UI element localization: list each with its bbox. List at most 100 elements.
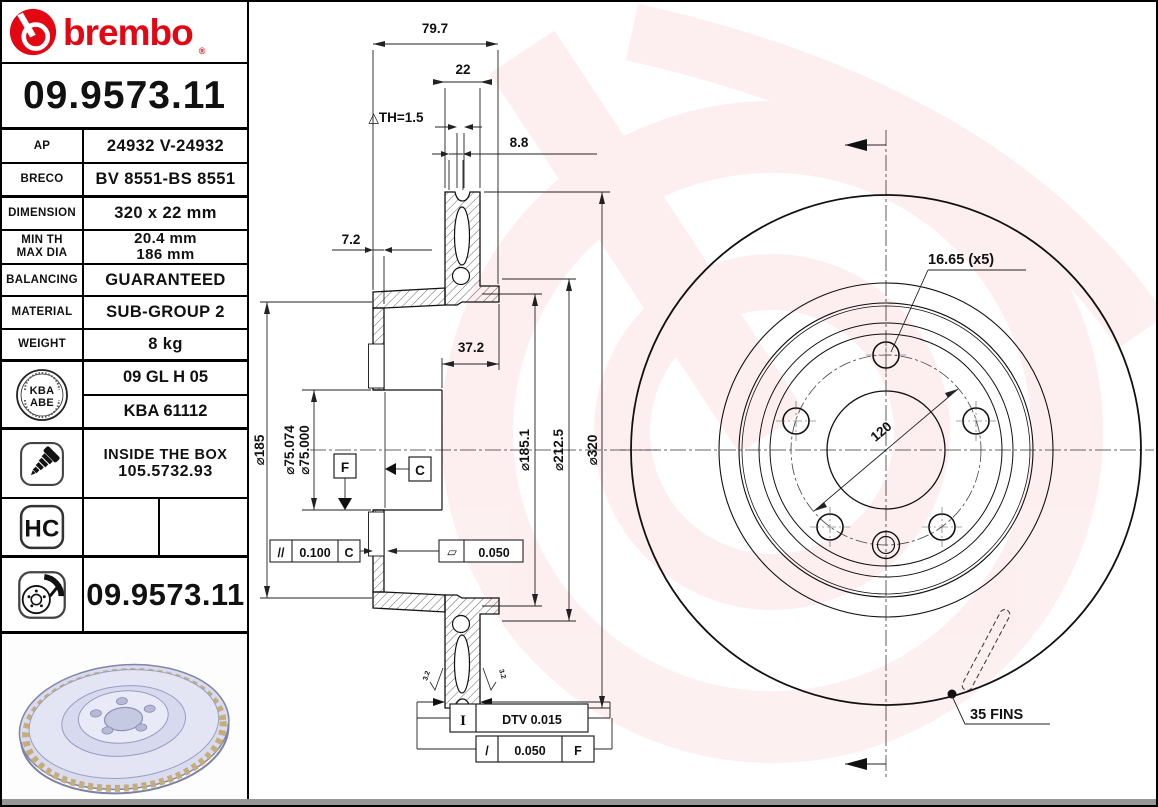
parallelism-symbol: // bbox=[278, 546, 285, 560]
inside-box-line2: 105.5732.93 bbox=[118, 462, 213, 480]
brand-header: brembo ® bbox=[2, 2, 247, 64]
dtv-symbol: I bbox=[460, 713, 466, 729]
screw-icon bbox=[20, 441, 64, 486]
brake-disc-icon bbox=[18, 570, 66, 619]
spec-value-dimension: 320 x 22 mm bbox=[114, 204, 217, 222]
brembo-watermark bbox=[441, 3, 1156, 763]
spec-value-material: SUB-GROUP 2 bbox=[106, 303, 225, 321]
spec-label-ap: AP bbox=[2, 130, 84, 162]
registered-mark: ® bbox=[198, 46, 206, 56]
spec-label-weight: WEIGHT bbox=[2, 330, 84, 359]
dim-disc-thickness: 22 bbox=[455, 62, 470, 77]
datum-f-label: F bbox=[341, 460, 349, 475]
centerlines bbox=[310, 130, 1154, 780]
max-dia-value: 186 mm bbox=[136, 246, 195, 263]
flatness-tolerance: ▱ 0.050 bbox=[387, 539, 524, 563]
runout-datum: F bbox=[574, 744, 582, 758]
spec-label-material: MATERIAL bbox=[2, 297, 84, 328]
inside-box-value: INSIDE THE BOX 105.5732.93 bbox=[84, 430, 247, 497]
spec-value-minmax: 20.4 mm 186 mm bbox=[84, 231, 247, 263]
spec-value-ap: 24932 V-24932 bbox=[106, 136, 225, 155]
note-bolt-holes: 16.65 (x5) bbox=[928, 252, 994, 268]
approval-value-2: KBA 61112 bbox=[123, 401, 208, 420]
note-fins: 35 FINS bbox=[970, 707, 1024, 723]
note-bolt-circle: 120 bbox=[868, 419, 895, 445]
spec-label-dimension: DIMENSION bbox=[2, 198, 84, 229]
part-number: 09.9573.11 bbox=[22, 73, 227, 117]
cross-section-view bbox=[368, 191, 500, 709]
dimension-lines bbox=[260, 43, 610, 709]
disc-photo-cell bbox=[2, 634, 247, 805]
spec-value-breco: BV 8551-BS 8551 bbox=[95, 170, 236, 188]
dim-hub-depth: 37.2 bbox=[458, 340, 484, 355]
dim-th-tolerance: △TH=1.5 bbox=[368, 110, 424, 125]
hc-empty-cell-2 bbox=[160, 499, 247, 555]
kba-abe-seal-icon: KBA ABE bbox=[16, 368, 68, 421]
disc-icon-cell bbox=[2, 558, 84, 631]
dim-dia-185: ⌀185 bbox=[252, 434, 267, 465]
kba-seal-line1: KBA bbox=[30, 385, 55, 397]
hc-icon-label: HC bbox=[24, 515, 59, 542]
kba-seal-line2: ABE bbox=[30, 397, 54, 409]
surface-finish-marks bbox=[429, 667, 497, 692]
spec-row-approval: KBA ABE 09 GL H 05 KBA 61112 bbox=[2, 362, 247, 430]
spec-label-balancing: BALANCING bbox=[2, 265, 84, 295]
front-view bbox=[630, 139, 1142, 770]
dtv-value: DTV 0.015 bbox=[502, 713, 562, 727]
max-dia-label: MAX DIA bbox=[16, 247, 68, 259]
spec-row-minmax: MIN TH MAX DIA 20.4 mm 186 mm bbox=[2, 231, 247, 265]
parallelism-value: 0.100 bbox=[299, 546, 330, 560]
spec-panel: brembo ® 09.9573.11 AP 24932 V-24932 BRE… bbox=[2, 2, 249, 805]
inside-box-line1: INSIDE THE BOX bbox=[103, 446, 228, 463]
surface-finish-right: 3.2 bbox=[497, 668, 507, 680]
footer-part-row: 09.9573.11 bbox=[2, 558, 247, 634]
dtv-runout-tolerances: I DTV 0.015 / 0.050 F bbox=[416, 698, 613, 763]
dim-dia-185-1: ⌀185.1 bbox=[517, 429, 532, 471]
flatness-value: 0.050 bbox=[478, 546, 509, 560]
runout-symbol: / bbox=[485, 744, 489, 758]
footer-part-number: 09.9573.11 bbox=[84, 558, 247, 631]
footer-part-number-text: 09.9573.11 bbox=[86, 576, 245, 612]
technical-drawing: 79.7 22 △TH=1.5 8.8 7.2 37.2 ⌀185 ⌀75.07… bbox=[252, 3, 1156, 780]
spec-row-ap: AP 24932 V-24932 bbox=[2, 130, 247, 164]
datum-c-label: C bbox=[415, 463, 425, 478]
screw-icon-cell bbox=[2, 430, 84, 497]
runout-value: 0.050 bbox=[514, 744, 545, 758]
brembo-logo-icon bbox=[9, 8, 57, 56]
spec-row-inside-box: INSIDE THE BOX 105.5732.93 bbox=[2, 430, 247, 499]
spec-value-balancing: GUARANTEED bbox=[105, 270, 226, 289]
bottom-edge-strip bbox=[2, 799, 1156, 805]
parallelism-tolerance: // 0.100 C bbox=[269, 539, 373, 563]
datum-c: C bbox=[385, 456, 432, 482]
dim-dia-75-max: ⌀75.074 bbox=[282, 425, 297, 475]
hc-icon: HC bbox=[19, 504, 65, 550]
surface-finish-left: 3.2 bbox=[422, 670, 432, 682]
brand-wordmark: brembo bbox=[63, 11, 194, 53]
spec-value-weight: 8 kg bbox=[148, 335, 183, 353]
approval-value-1: 09 GL H 05 bbox=[84, 362, 247, 396]
hc-icon-cell: HC bbox=[2, 499, 84, 555]
spec-row-hc: HC bbox=[2, 499, 247, 558]
spec-row-weight: WEIGHT 8 kg bbox=[2, 330, 247, 362]
dim-plate-offset: 8.8 bbox=[510, 135, 529, 150]
dim-dia-212-5: ⌀212.5 bbox=[551, 429, 566, 471]
spec-label-breco: BRECO bbox=[2, 164, 84, 195]
dim-wall-thickness: 7.2 bbox=[342, 232, 361, 247]
hc-empty-cells bbox=[84, 499, 247, 555]
part-number-row: 09.9573.11 bbox=[2, 64, 247, 130]
dim-dia-320: ⌀320 bbox=[585, 435, 600, 466]
parallelism-datum: C bbox=[344, 546, 353, 560]
dim-dia-75-min: ⌀75.000 bbox=[297, 425, 312, 474]
spec-row-breco: BRECO BV 8551-BS 8551 bbox=[2, 164, 247, 198]
kba-seal: KBA ABE bbox=[2, 362, 84, 427]
dim-overall-width: 79.7 bbox=[422, 21, 448, 36]
min-th-value: 20.4 mm bbox=[134, 230, 197, 247]
flatness-symbol: ▱ bbox=[447, 545, 457, 559]
hc-empty-cell-1 bbox=[84, 499, 160, 555]
min-th-label: MIN TH bbox=[21, 234, 63, 246]
spec-label-minmax: MIN TH MAX DIA bbox=[2, 231, 84, 263]
spec-row-material: MATERIAL SUB-GROUP 2 bbox=[2, 297, 247, 330]
datum-f: F bbox=[333, 453, 357, 510]
spec-row-balancing: BALANCING GUARANTEED bbox=[2, 265, 247, 297]
